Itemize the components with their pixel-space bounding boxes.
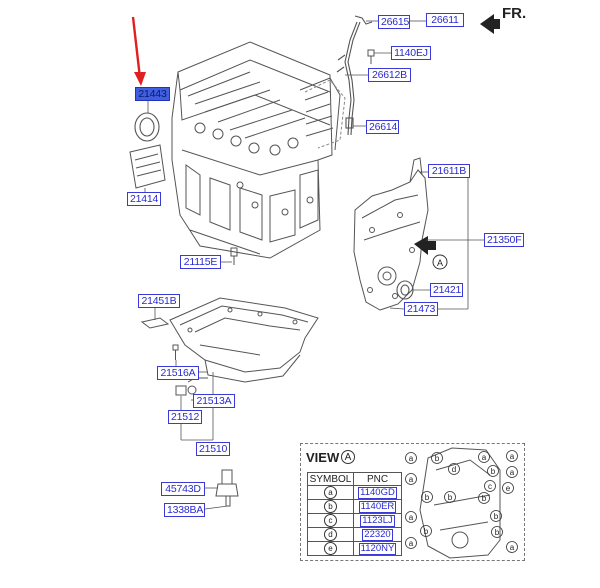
drain-plug-drawing xyxy=(175,377,208,396)
front-direction-arrow-icon xyxy=(480,14,500,34)
table-row: a 1140GD xyxy=(307,485,402,500)
pnc-cell-link[interactable]: 1120NY xyxy=(358,542,397,555)
part-label-26614[interactable]: 26614 xyxy=(366,120,399,134)
svg-text:a: a xyxy=(409,454,414,463)
pan-bolt-drawing xyxy=(172,344,179,360)
timing-cover-drawing xyxy=(353,157,429,311)
svg-text:b: b xyxy=(494,512,499,521)
part-label-1140EJ[interactable]: 1140EJ xyxy=(391,46,431,60)
oil-pan-drawing xyxy=(169,297,319,383)
part-label-21510[interactable]: 21510 xyxy=(196,442,230,456)
pnc-cell-link[interactable]: 1123LJ xyxy=(360,514,395,527)
symbol-cell: a xyxy=(324,486,337,499)
part-label-26615[interactable]: 26615 xyxy=(378,15,410,29)
part-label-26611[interactable]: 26611 xyxy=(426,13,464,27)
engine-block-drawing xyxy=(171,41,341,259)
view-a-letter-circle: A xyxy=(341,450,355,464)
table-row: b 1140ER xyxy=(307,499,402,514)
svg-text:b: b xyxy=(435,454,440,463)
svg-text:b: b xyxy=(491,467,496,476)
part-label-21611B[interactable]: 21611B xyxy=(428,164,470,178)
svg-text:a: a xyxy=(409,475,414,484)
svg-text:a: a xyxy=(482,453,487,462)
part-label-45743D[interactable]: 45743D xyxy=(161,482,205,496)
svg-text:b: b xyxy=(424,527,429,536)
svg-text:b: b xyxy=(448,493,453,502)
callout-letter: A xyxy=(437,258,443,268)
table-header-row: SYMBOL PNC xyxy=(307,472,402,486)
part-label-21513A[interactable]: 21513A xyxy=(193,394,235,408)
table-row: d 22320 xyxy=(307,527,402,542)
svg-text:a: a xyxy=(510,468,515,477)
svg-text:c: c xyxy=(488,482,492,491)
svg-text:a: a xyxy=(510,452,515,461)
part-label-21443[interactable]: 21443 xyxy=(135,87,170,101)
oil-seal-drawing xyxy=(134,112,160,142)
symbol-cell: e xyxy=(324,542,337,555)
svg-text:a: a xyxy=(409,539,414,548)
part-label-26612B[interactable]: 26612B xyxy=(368,68,411,82)
part-label-21451B[interactable]: 21451B xyxy=(138,294,180,308)
view-a-arrow-icon: A xyxy=(414,236,448,270)
symbol-pnc-table: SYMBOL PNC a 1140GD b 1140ER c 1123LJ d … xyxy=(307,472,402,556)
part-label-21512[interactable]: 21512 xyxy=(168,410,202,424)
part-label-21414[interactable]: 21414 xyxy=(127,192,161,206)
view-a-detail-frame xyxy=(300,443,525,561)
svg-text:b: b xyxy=(482,494,487,503)
svg-text:e: e xyxy=(506,484,511,493)
table-row: c 1123LJ xyxy=(307,513,402,528)
part-label-21350F[interactable]: 21350F xyxy=(484,233,524,247)
view-a-cover-drawing xyxy=(419,447,501,559)
svg-text:b: b xyxy=(425,493,430,502)
oil-baffle-drawing xyxy=(140,317,170,329)
svg-text:a: a xyxy=(409,513,414,522)
view-a-title: VIEW xyxy=(306,450,340,465)
oil-dipstick-drawing xyxy=(336,15,373,136)
column-header-pnc: PNC xyxy=(353,472,402,486)
pnc-cell-link[interactable]: 22320 xyxy=(362,528,393,541)
svg-text:a: a xyxy=(510,543,515,552)
part-label-21516A[interactable]: 21516A xyxy=(157,366,199,380)
drain-bolt-drawing xyxy=(230,247,238,265)
pnc-cell-link[interactable]: 1140ER xyxy=(358,500,397,513)
symbol-cell: b xyxy=(324,500,337,513)
svg-text:d: d xyxy=(452,465,456,474)
dashed-detail-frame xyxy=(304,79,346,149)
seal-retainer-drawing xyxy=(129,144,166,189)
column-header-symbol: SYMBOL xyxy=(307,472,354,486)
part-label-21421[interactable]: 21421 xyxy=(430,283,463,297)
bolt-drawing xyxy=(367,49,375,64)
front-direction-label: FR. xyxy=(502,5,527,22)
svg-text:b: b xyxy=(495,528,500,537)
pointer-arrow-icon xyxy=(131,16,146,86)
leader-lines xyxy=(144,20,484,510)
symbol-cell: c xyxy=(324,514,337,527)
oil-strainer-drawing xyxy=(215,469,239,507)
part-label-1338BA[interactable]: 1338BA xyxy=(164,503,205,517)
part-label-21115E[interactable]: 21115E xyxy=(180,255,221,269)
pnc-cell-link[interactable]: 1140GD xyxy=(358,486,397,499)
table-row: e 1120NY xyxy=(307,541,402,556)
symbol-cell: d xyxy=(324,528,337,541)
part-label-21473[interactable]: 21473 xyxy=(404,302,438,316)
